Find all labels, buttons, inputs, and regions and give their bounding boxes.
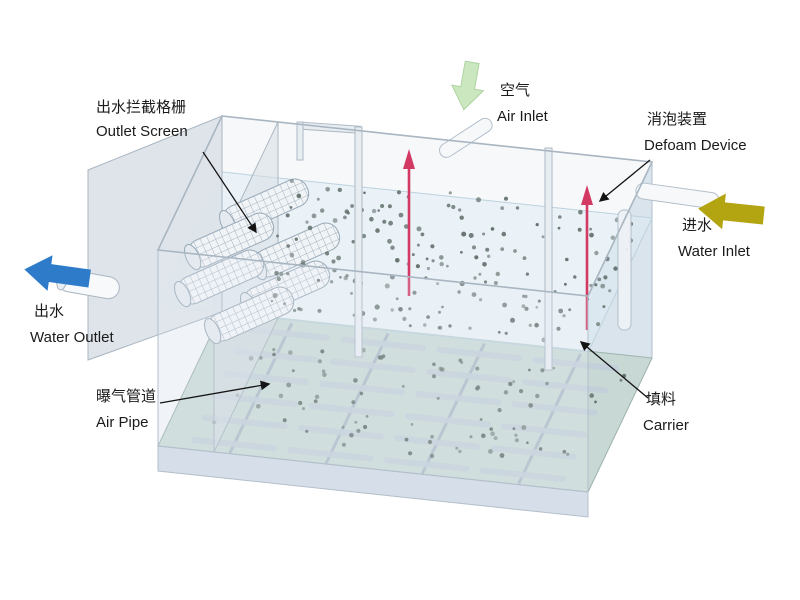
support-frame	[296, 121, 553, 371]
frame-post-right	[544, 147, 553, 371]
frame-post-left	[354, 126, 363, 358]
outlet-screen-cylinders	[174, 178, 341, 345]
label-defoam-device-zh: 消泡装置	[647, 111, 707, 128]
defoam-device-1	[403, 149, 415, 296]
tank	[56, 115, 720, 518]
frame-post-small	[296, 121, 304, 161]
air-inlet-pipe	[439, 117, 493, 158]
label-outlet-screen-zh: 出水拦截格栅	[96, 99, 186, 116]
label-water-inlet-zh: 进水	[682, 217, 712, 234]
label-defoam-device-en: Defoam Device	[644, 137, 747, 154]
air-pipe-grid	[191, 322, 619, 485]
label-water-outlet-zh: 出水	[34, 303, 64, 320]
label-carrier-zh: 填料	[646, 391, 676, 408]
label-outlet-screen-en: Outlet Screen	[96, 123, 188, 140]
label-air-inlet-en: Air Inlet	[497, 108, 549, 125]
outlet-screen-pointer	[202, 151, 257, 234]
inlet-downcomer	[617, 209, 632, 331]
air-inlet-arrow	[451, 60, 485, 111]
label-carrier-en: Carrier	[643, 417, 689, 434]
carrier-pointer	[579, 341, 649, 399]
pointer-arrows	[159, 151, 651, 404]
carrier-dots-floor	[212, 347, 627, 459]
label-air-inlet-zh: 空气	[500, 82, 530, 99]
water-outlet-arrow	[24, 255, 91, 291]
flow-arrows	[24, 60, 765, 291]
tank-rim	[156, 115, 654, 297]
label-water-inlet-en: Water Inlet	[678, 243, 751, 260]
label-water-outlet-en: Water Outlet	[30, 329, 114, 346]
labels: 出水拦截格栅 Outlet Screen 空气 Air Inlet 消泡装置 D…	[30, 82, 751, 434]
water-inlet-arrow	[698, 193, 765, 230]
label-air-pipe-zh: 曝气管道	[96, 388, 156, 405]
label-air-pipe-en: Air Pipe	[96, 414, 149, 431]
air-pipe-pointer	[159, 380, 271, 404]
defoam-device-2	[581, 185, 593, 330]
defoam-device-pointer	[598, 159, 651, 202]
